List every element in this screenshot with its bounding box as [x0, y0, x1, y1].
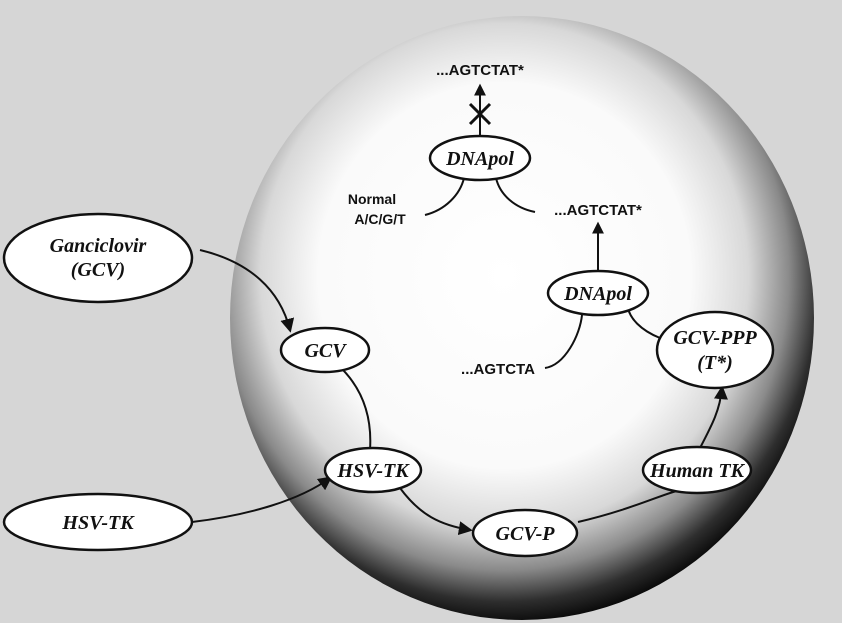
edge-seqmid-to-dnapol — [495, 177, 536, 213]
node-gcvp: GCV-P — [471, 508, 579, 558]
node-dnapol-mid: DNApol — [546, 269, 650, 317]
edge-humantk-to-gcvppp — [699, 385, 728, 449]
node-humantk-label: Human TK — [649, 460, 746, 482]
label-seq-top: ...AGTCTAT* — [436, 62, 524, 79]
node-hsvtk-outer-label: HSV-TK — [61, 512, 135, 534]
label-normal-line2: A/C/G/T — [354, 211, 406, 227]
node-dnapol-top-label: DNApol — [445, 148, 514, 170]
node-gcvppp-line2: (T*) — [697, 352, 733, 374]
edge-agtcta-to-dnapol — [544, 314, 583, 369]
label-normal-line1: Normal — [348, 191, 396, 207]
edge-ganciclovir-to-gcv — [199, 249, 295, 333]
node-gcv: GCV — [279, 326, 371, 374]
node-hsvtk-inner-label: HSV-TK — [336, 460, 410, 482]
node-ganciclovir-line2: (GCV) — [71, 259, 125, 281]
block-x-icon — [468, 102, 492, 126]
edge-normal-to-dnapol — [424, 177, 465, 216]
node-humantk: Human TK — [641, 445, 753, 495]
node-gcvp-label: GCV-P — [496, 523, 556, 545]
node-dnapol-top: DNApol — [428, 134, 532, 182]
node-hsvtk-outer: HSV-TK — [2, 492, 194, 552]
edge-hsvtk-to-gcvp — [399, 487, 473, 536]
node-dnapol-mid-label: DNApol — [563, 283, 632, 305]
node-gcv-label: GCV — [304, 340, 347, 362]
edge-gcv-to-hsvtk — [337, 364, 372, 451]
node-ganciclovir-line1: Ganciclovir — [50, 235, 147, 257]
edge-hsvtk-outer-to-inner — [191, 476, 333, 523]
node-gcvppp: GCV-PPP (T*) — [655, 310, 775, 390]
label-seq-low: ...AGTCTA — [461, 361, 535, 378]
node-hsvtk-inner: HSV-TK — [323, 446, 423, 494]
node-ganciclovir: Ganciclovir (GCV) — [2, 212, 194, 304]
label-seq-mid: ...AGTCTAT* — [554, 202, 642, 219]
node-gcvppp-line1: GCV-PPP — [673, 327, 757, 349]
